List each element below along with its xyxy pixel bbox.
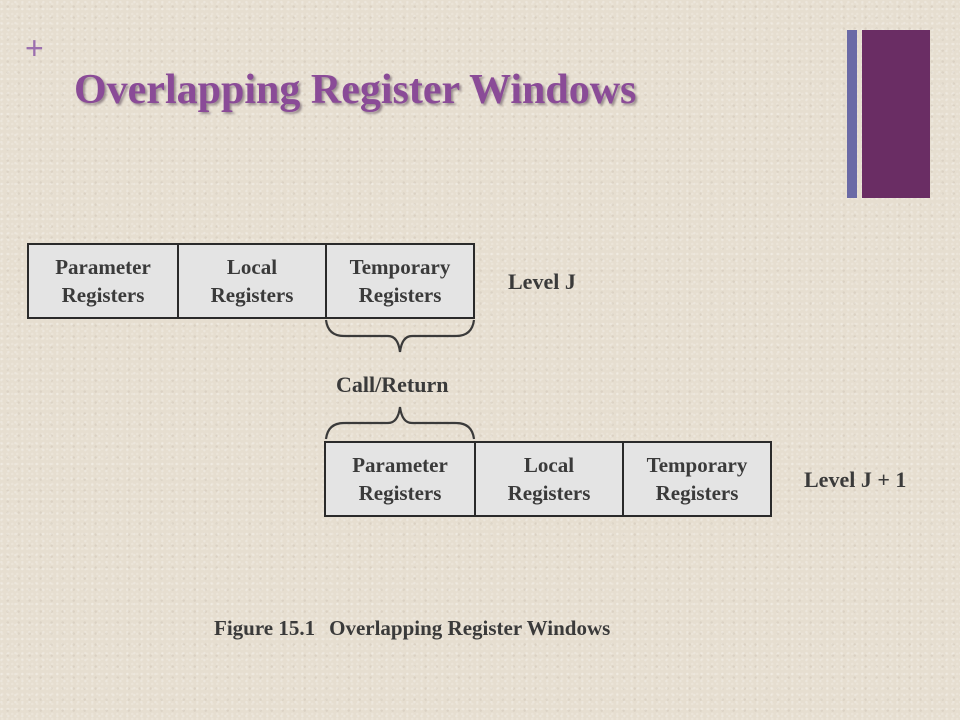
lower-brace — [324, 319, 476, 353]
cell-line1: Temporary — [349, 254, 451, 279]
cell-line1: Temporary — [646, 452, 748, 477]
cell-line2: Registers — [61, 283, 145, 307]
cell-line2: Registers — [507, 481, 591, 505]
cell-line2: Registers — [358, 283, 442, 307]
cell-line1: Local — [226, 254, 278, 279]
figure-caption: Figure 15.1 Overlapping Register Windows — [214, 616, 610, 641]
cell-line1: Parameter — [55, 254, 151, 279]
upper-brace — [324, 406, 476, 440]
accent-bar-thick — [862, 30, 930, 198]
cell-line1: Local — [523, 452, 575, 477]
cell-line1: Parameter — [352, 452, 448, 477]
level-j-label: Level J — [508, 269, 576, 294]
accent-bar-thin — [847, 30, 857, 198]
plus-marker: + — [25, 30, 44, 66]
slide-title: Overlapping Register Windows — [74, 67, 637, 113]
figure-number: Figure 15.1 — [214, 616, 316, 640]
cell-line2: Registers — [358, 481, 442, 505]
figure-caption-text: Overlapping Register Windows — [329, 616, 611, 640]
cell-line2: Registers — [655, 481, 739, 505]
level-j1-label: Level J + 1 — [804, 467, 907, 492]
cell-line2: Registers — [210, 283, 294, 307]
call-return-label: Call/Return — [336, 372, 449, 397]
